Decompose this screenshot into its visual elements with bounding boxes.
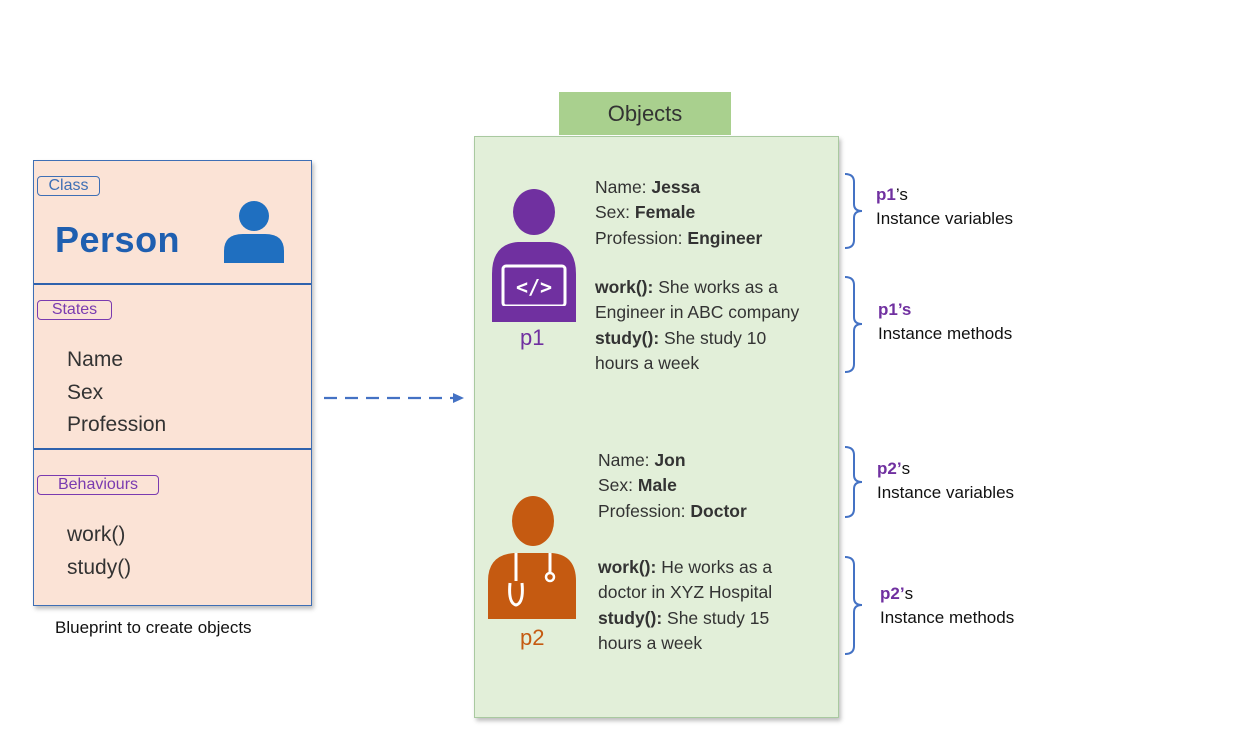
possessive: s — [901, 459, 911, 478]
p2-variables: Name: Jon Sex: Male Profession: Doctor — [598, 448, 747, 524]
states-tag: States — [37, 300, 112, 320]
p2-methods: work(): He works as a doctor in XYZ Hosp… — [598, 555, 772, 656]
p2-sex-key: Sex: — [598, 475, 634, 496]
brace-p2-variables — [844, 446, 863, 518]
person-icon — [224, 201, 284, 263]
p1-profession-value: Engineer — [687, 227, 763, 248]
class-name: Person — [55, 219, 181, 260]
p2-name-value: Jon — [654, 450, 686, 470]
p1-owner: p1 — [876, 185, 896, 204]
possessive: ’s — [895, 185, 908, 204]
p2-sex-value: Male — [637, 475, 677, 496]
p2-study-key: study(): — [598, 607, 663, 628]
doctor-icon — [488, 496, 576, 619]
developer-icon: </> — [492, 189, 576, 322]
section-divider — [34, 283, 311, 285]
p2-work-text: He works as a — [656, 557, 773, 577]
annotation-text: Instance methods — [878, 324, 1013, 343]
state-item: Profession — [67, 413, 167, 436]
objects-header: Objects — [559, 92, 731, 135]
p1-study-key: study(): — [595, 327, 660, 348]
p1-methods-annotation: p1’s Instance methods — [878, 298, 1012, 346]
p1-methods: work(): She works as a Engineer in ABC c… — [595, 275, 799, 376]
states-list: Name Sex Profession — [67, 344, 166, 442]
p2-profession-key: Profession: — [598, 500, 686, 521]
annotation-text: Instance variables — [876, 209, 1014, 228]
p2-study-text: She study 15 — [662, 607, 770, 628]
p2-variables-annotation: p2’s Instance variables — [877, 457, 1014, 505]
p1-name-value: Jessa — [651, 177, 701, 197]
p2-study-text: hours a week — [598, 632, 703, 653]
section-divider — [34, 448, 311, 450]
p1-name-key: Name: — [595, 177, 647, 197]
p2-profession-value: Doctor — [690, 500, 747, 521]
brace-p1-variables — [844, 173, 863, 249]
instantiation-arrow — [324, 393, 464, 403]
p2-work-key: work(): — [598, 557, 657, 577]
p1-sex-value: Female — [634, 202, 696, 223]
class-tag: Class — [37, 176, 100, 196]
p1-work-text: Engineer in ABC company — [595, 302, 800, 323]
p1-work-key: work(): — [595, 277, 654, 297]
p1-study-text: She study 10 — [659, 327, 767, 348]
behaviour-item: study() — [67, 555, 132, 579]
behaviours-tag: Behaviours — [37, 475, 159, 495]
p1-variables: Name: Jessa Sex: Female Profession: Engi… — [595, 175, 762, 251]
behaviour-item: work() — [67, 523, 126, 546]
annotation-text: Instance variables — [877, 483, 1015, 502]
p1-work-text: She works as a — [653, 277, 778, 297]
blueprint-caption: Blueprint to create objects — [55, 618, 252, 637]
brace-p2-methods — [844, 556, 863, 655]
possessive: s — [904, 584, 914, 603]
p2-owner: p2’ — [877, 459, 902, 478]
p1-profession-key: Profession: — [595, 227, 683, 248]
class-box: Class Person States Name Sex Profession … — [33, 160, 312, 606]
behaviours-list: work() study() — [67, 519, 131, 584]
p1-sex-key: Sex: — [595, 202, 631, 223]
p2-methods-annotation: p2’s Instance methods — [880, 582, 1014, 630]
p1-owner: p1’s — [878, 300, 912, 319]
p1-label: p1 — [520, 325, 545, 350]
brace-p1-methods — [844, 276, 863, 373]
p2-name-key: Name: — [598, 450, 650, 470]
braces — [844, 173, 863, 655]
p2-owner: p2’ — [880, 584, 905, 603]
annotation-text: Instance methods — [880, 608, 1015, 627]
svg-text:</>: </> — [516, 275, 552, 299]
p1-variables-annotation: p1’s Instance variables — [876, 183, 1013, 231]
state-item: Name — [67, 348, 124, 371]
p1-study-text: hours a week — [595, 352, 700, 373]
state-item: Sex — [67, 380, 104, 404]
p2-work-text: doctor in XYZ Hospital — [598, 582, 773, 603]
p2-label: p2 — [520, 625, 545, 650]
